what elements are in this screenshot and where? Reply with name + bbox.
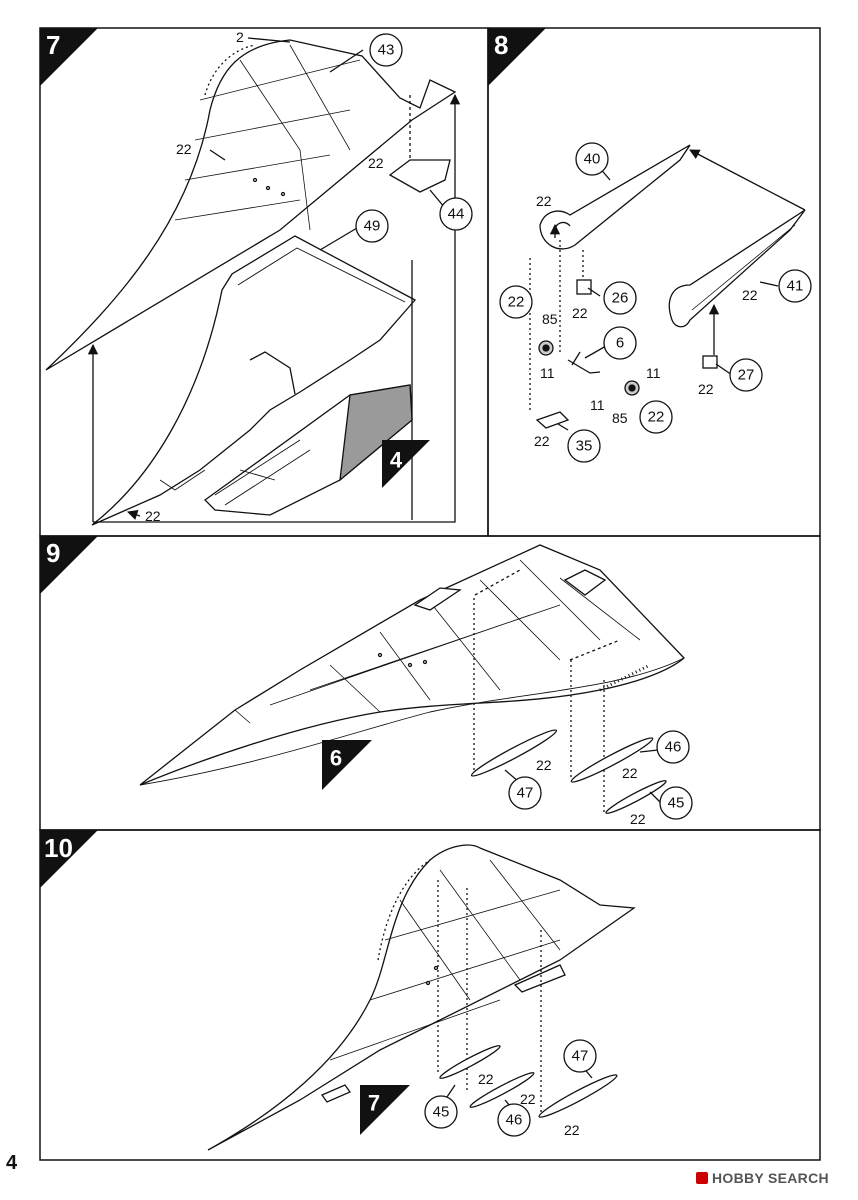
part-22-callout: 22 xyxy=(499,285,533,319)
part-49-callout: 49 xyxy=(355,209,389,243)
svg-text:45: 45 xyxy=(668,795,685,812)
part-22-label: 22 xyxy=(698,381,714,397)
svg-text:41: 41 xyxy=(787,278,804,295)
brand-logo-icon xyxy=(696,1172,708,1184)
panel-frames xyxy=(39,27,821,1161)
part-26-callout: 26 xyxy=(603,281,637,315)
svg-text:49: 49 xyxy=(364,218,381,235)
part-22-label: 22 xyxy=(630,811,646,827)
part-44-callout: 44 xyxy=(439,197,473,231)
svg-text:40: 40 xyxy=(584,151,601,168)
svg-text:7: 7 xyxy=(46,30,60,60)
svg-text:47: 47 xyxy=(517,785,534,802)
svg-text:10: 10 xyxy=(44,833,73,863)
svg-text:7: 7 xyxy=(368,1091,380,1116)
reference-badge-7: 7 xyxy=(360,1085,410,1135)
part-6-callout: 6 xyxy=(603,326,637,360)
step10-drawing xyxy=(207,844,636,1151)
part-45-callout: 45 xyxy=(659,786,693,820)
part-43-callout: 43 xyxy=(369,33,403,67)
part-22-label: 22 xyxy=(622,765,638,781)
reference-badge-6: 6 xyxy=(322,740,372,790)
svg-text:26: 26 xyxy=(612,290,629,307)
part-11-label: 11 xyxy=(590,397,605,413)
part-46-callout: 46 xyxy=(497,1103,531,1137)
part-11-label: 11 xyxy=(646,365,661,381)
svg-text:35: 35 xyxy=(576,438,593,455)
step-badge-9: 9 xyxy=(40,536,98,594)
part-47-callout: 47 xyxy=(508,776,542,810)
svg-text:44: 44 xyxy=(448,206,465,223)
step-badge-8: 8 xyxy=(488,28,546,86)
part-22-label: 22 xyxy=(520,1091,536,1107)
svg-text:45: 45 xyxy=(433,1104,450,1121)
part-22-label: 22 xyxy=(534,433,550,449)
part-27-callout: 27 xyxy=(729,358,763,392)
part-22-label: 22 xyxy=(176,141,192,157)
part-22-label: 22 xyxy=(572,305,588,321)
step8-drawing xyxy=(529,144,806,431)
svg-text:46: 46 xyxy=(665,739,682,756)
step-badge-7: 7 xyxy=(40,28,98,86)
svg-text:8: 8 xyxy=(494,30,508,60)
part-41-callout: 41 xyxy=(778,269,812,303)
part-35-callout: 35 xyxy=(567,429,601,463)
step7-drawing xyxy=(45,37,461,526)
part-45-callout: 45 xyxy=(424,1095,458,1129)
part-22-callout: 22 xyxy=(639,400,673,434)
part-22-label: 22 xyxy=(536,193,552,209)
svg-text:9: 9 xyxy=(46,538,60,568)
part-22-label: 22 xyxy=(145,508,161,524)
svg-text:47: 47 xyxy=(572,1048,589,1065)
part-22-label: 22 xyxy=(368,155,384,171)
page-number: 4 xyxy=(6,1152,18,1174)
svg-text:22: 22 xyxy=(508,294,525,311)
step-badge-10: 10 xyxy=(40,830,98,888)
part-85-label: 85 xyxy=(542,311,558,327)
part-22-label: 22 xyxy=(478,1071,494,1087)
part-22-label: 22 xyxy=(742,287,758,303)
svg-text:46: 46 xyxy=(506,1112,523,1129)
svg-text:6: 6 xyxy=(330,746,342,771)
svg-text:27: 27 xyxy=(738,367,755,384)
part-11-label: 11 xyxy=(540,365,555,381)
part-46-callout: 46 xyxy=(656,730,690,764)
part-40-callout: 40 xyxy=(575,142,609,176)
part-2-label: 2 xyxy=(236,29,244,45)
step9-drawing xyxy=(139,544,685,815)
brand-watermark: HOBBY SEARCH xyxy=(696,1170,829,1186)
brand-text: HOBBY SEARCH xyxy=(712,1170,829,1186)
svg-text:6: 6 xyxy=(616,335,624,352)
part-47-callout: 47 xyxy=(563,1039,597,1073)
svg-text:43: 43 xyxy=(378,42,395,59)
part-22-label: 22 xyxy=(536,757,552,773)
part-22-label: 22 xyxy=(564,1122,580,1138)
reference-badge-4: 4 xyxy=(382,440,430,488)
part-85-label: 85 xyxy=(612,410,628,426)
svg-text:22: 22 xyxy=(648,409,665,426)
svg-text:4: 4 xyxy=(390,448,403,473)
